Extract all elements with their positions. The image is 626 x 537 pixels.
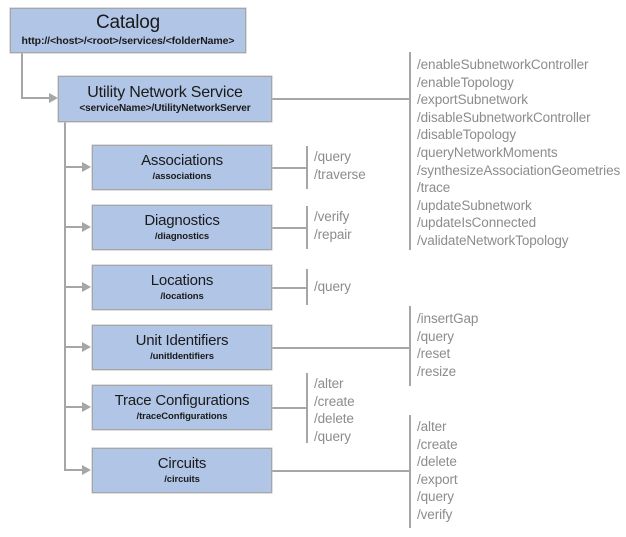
connector-circuits-to-ops: [272, 470, 410, 472]
operations-list-associations: /query/traverse: [314, 148, 366, 183]
node-utility-network-service[interactable]: Utility Network Service <serviceName>/Ut…: [58, 76, 272, 122]
node-trace-configurations[interactable]: Trace Configurations /traceConfiguration…: [92, 385, 272, 430]
operation-item: /query: [314, 149, 351, 164]
node-circuits-title: Circuits: [157, 455, 207, 473]
connector-trace-configurations-to-ops: [272, 407, 308, 409]
operations-list-circuits: /alter/create/delete/export/query/verify: [417, 418, 458, 524]
operation-item: /repair: [314, 226, 352, 242]
operation-item: /enableSubnetworkController: [417, 57, 589, 72]
operation-item: /disableTopology: [417, 127, 516, 143]
connector-uns-to-ops: [272, 98, 410, 100]
operation-item: /query: [314, 428, 351, 444]
node-diagnostics[interactable]: Diagnostics /diagnostics: [92, 205, 272, 250]
operation-item: /create: [417, 436, 458, 452]
operation-item: /create: [314, 393, 355, 409]
operation-item: /query: [314, 279, 351, 294]
bracket-locations-ops: [306, 269, 308, 305]
connector-trunk-to-associations: [64, 166, 83, 168]
node-unit-identifiers[interactable]: Unit Identifiers /unitIdentifiers: [92, 325, 272, 370]
operation-item: /enableTopology: [417, 74, 514, 90]
operation-item: /updateIsConnected: [417, 215, 537, 231]
operation-item: /disableSubnetworkController: [417, 109, 591, 125]
connector-trunk-to-unit-identifiers: [64, 346, 83, 348]
node-circuits-path: /circuits: [164, 473, 200, 485]
connector-trunk-to-locations: [64, 286, 83, 288]
bracket-associations-ops: [306, 146, 308, 189]
operation-item: /verify: [417, 506, 453, 522]
connector-uns-trunk: [64, 122, 66, 471]
bracket-uns-ops: [409, 52, 411, 250]
operation-item: /verify: [314, 209, 350, 224]
operation-item: /traverse: [314, 166, 366, 182]
node-circuits[interactable]: Circuits /circuits: [92, 448, 272, 493]
operation-item: /updateSubnetwork: [417, 197, 532, 213]
connector-trunk-to-circuits: [64, 469, 83, 471]
node-diagnostics-path: /diagnostics: [154, 230, 210, 242]
connector-catalog-to-uns: [21, 97, 51, 99]
node-unit-identifiers-title: Unit Identifiers: [135, 332, 229, 350]
bracket-unit-identifiers-ops: [409, 306, 411, 386]
node-catalog-title: Catalog: [95, 12, 161, 34]
operations-list-trace-configurations: /alter/create/delete/query: [314, 375, 355, 445]
operation-item: /reset: [417, 346, 451, 362]
operation-item: /export: [417, 471, 458, 487]
connector-unit-identifiers-to-ops: [272, 347, 410, 349]
connector-trunk-to-diagnostics: [64, 226, 83, 228]
arrowhead-trace-configurations: [82, 402, 91, 412]
node-utility-network-service-title: Utility Network Service: [87, 83, 243, 101]
arrowhead-diagnostics: [82, 222, 91, 232]
node-unit-identifiers-path: /unitIdentifiers: [150, 350, 214, 362]
operations-list-unit-identifiers: /insertGap/query/reset/resize: [417, 310, 478, 380]
arrowhead-unit-identifiers: [82, 342, 91, 352]
connector-diagnostics-to-ops: [272, 227, 308, 229]
node-utility-network-service-path: <serviceName>/UtilityNetworkServer: [79, 103, 251, 115]
node-catalog[interactable]: Catalog http://<host>/<root>/services/<f…: [10, 8, 246, 53]
node-associations-title: Associations: [141, 152, 223, 170]
arrowhead-circuits: [82, 465, 91, 475]
bracket-trace-configurations-ops: [306, 373, 308, 443]
connector-catalog-down: [21, 52, 23, 98]
node-locations-title: Locations: [150, 272, 214, 290]
node-trace-configurations-path: /traceConfigurations: [136, 410, 228, 422]
bracket-diagnostics-ops: [306, 206, 308, 249]
operation-item: /delete: [314, 411, 354, 427]
operations-list-utility-network-service: /enableSubnetworkController/enableTopolo…: [417, 56, 620, 250]
node-catalog-path: http://<host>/<root>/services/<folderNam…: [21, 35, 235, 48]
node-trace-configurations-title: Trace Configurations: [114, 392, 250, 410]
node-associations[interactable]: Associations /associations: [92, 145, 272, 190]
operation-item: /query: [417, 328, 454, 344]
arrowhead-locations: [82, 282, 91, 292]
connector-associations-to-ops: [272, 167, 308, 169]
operation-item: /alter: [314, 376, 344, 391]
operation-item: /delete: [417, 454, 457, 470]
operation-item: /synthesizeAssociationGeometries: [417, 162, 621, 178]
operation-item: /query: [417, 489, 454, 505]
node-associations-path: /associations: [152, 170, 212, 182]
node-locations[interactable]: Locations /locations: [92, 265, 272, 310]
arrowhead-associations: [82, 162, 91, 172]
operation-item: /queryNetworkMoments: [417, 144, 558, 160]
operation-item: /alter: [417, 419, 447, 434]
bracket-circuits-ops: [409, 415, 411, 528]
operation-item: /exportSubnetwork: [417, 92, 528, 108]
node-locations-path: /locations: [160, 290, 204, 302]
operation-item: /resize: [417, 363, 457, 379]
operations-list-diagnostics: /verify/repair: [314, 208, 352, 243]
operation-item: /insertGap: [417, 311, 479, 326]
operations-list-locations: /query: [314, 278, 351, 296]
connector-trunk-to-trace-configurations: [64, 406, 83, 408]
connector-locations-to-ops: [272, 287, 308, 289]
operation-item: /trace: [417, 180, 451, 196]
operation-item: /validateNetworkTopology: [417, 232, 569, 248]
arrowhead-catalog-to-uns: [49, 93, 58, 103]
node-diagnostics-title: Diagnostics: [144, 212, 220, 230]
